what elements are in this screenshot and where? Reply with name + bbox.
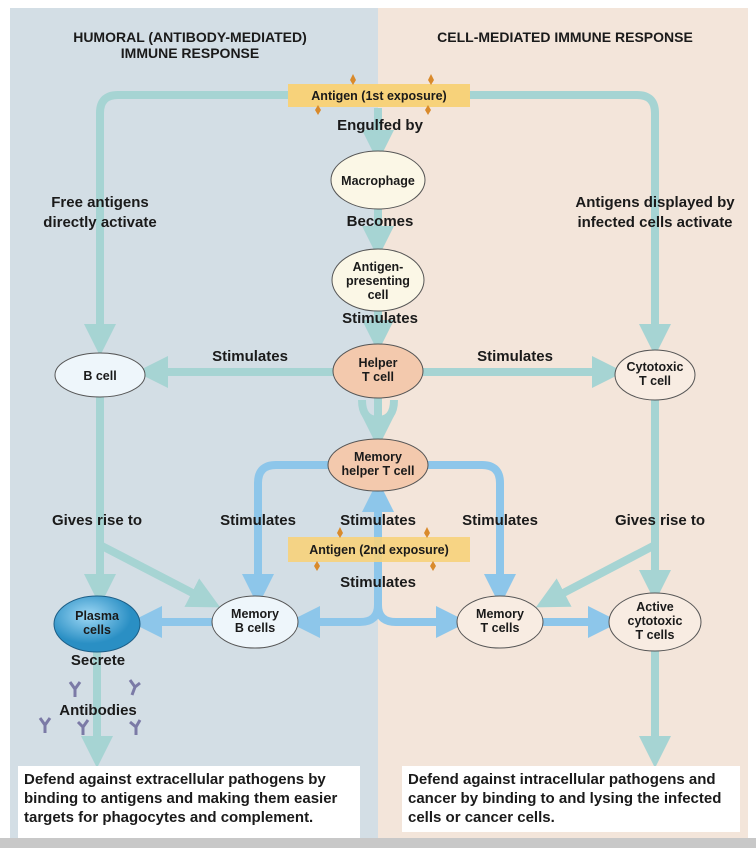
secrete-label: Secrete xyxy=(71,652,125,669)
free-antigens-label: Free antigens xyxy=(51,194,149,211)
svg-text:T cell: T cell xyxy=(639,374,671,388)
svg-text:cells: cells xyxy=(83,623,111,637)
svg-text:Memory: Memory xyxy=(231,607,279,621)
svg-text:Helper: Helper xyxy=(359,356,398,370)
svg-text:cytotoxic: cytotoxic xyxy=(628,614,683,628)
humoral-outcome-box: Defend against extracellular pathogens b… xyxy=(18,766,360,838)
stimulates-label: Stimulates xyxy=(477,348,553,365)
svg-text:Antigen (2nd exposure): Antigen (2nd exposure) xyxy=(309,543,449,557)
cell-mediated-outcome-box: Defend against intracellular pathogens a… xyxy=(402,766,740,832)
stimulates-label: Stimulates xyxy=(342,310,418,327)
antigens-displayed-label: Antigens displayed by xyxy=(575,194,735,211)
svg-text:cell: cell xyxy=(368,288,389,302)
stimulates-label: Stimulates xyxy=(340,574,416,591)
blue-arrows xyxy=(130,461,620,638)
stimulates-label: Stimulates xyxy=(462,512,538,529)
gives-rise-label: Gives rise to xyxy=(615,512,705,529)
antibody-icons xyxy=(38,679,142,735)
engulfed-label: Engulfed by xyxy=(337,117,423,134)
svg-text:helper T cell: helper T cell xyxy=(342,464,415,478)
svg-text:T cells: T cells xyxy=(481,621,520,635)
svg-text:Memory: Memory xyxy=(354,450,402,464)
humoral-title-1: HUMORAL (ANTIBODY-MEDIATED) xyxy=(73,29,307,45)
svg-text:Active: Active xyxy=(636,600,674,614)
cell-mediated-panel xyxy=(378,8,748,838)
svg-text:T cells: T cells xyxy=(636,628,675,642)
svg-text:presenting: presenting xyxy=(346,274,410,288)
svg-text:Memory: Memory xyxy=(476,607,524,621)
humoral-title-2: IMMUNE RESPONSE xyxy=(121,45,259,61)
antigen-second-exposure: Antigen (2nd exposure) xyxy=(288,527,470,571)
svg-text:Antigen (1st exposure): Antigen (1st exposure) xyxy=(311,89,446,103)
svg-text:B cell: B cell xyxy=(83,369,116,383)
bottom-strip xyxy=(0,838,756,848)
gives-rise-label: Gives rise to xyxy=(52,512,142,529)
svg-text:T cell: T cell xyxy=(362,370,394,384)
svg-text:Macrophage: Macrophage xyxy=(341,174,415,188)
stimulates-label: Stimulates xyxy=(212,348,288,365)
antigens-displayed-label: infected cells activate xyxy=(577,214,732,231)
humoral-panel xyxy=(10,8,378,838)
svg-text:Cytotoxic: Cytotoxic xyxy=(627,360,684,374)
b-cell: B cell xyxy=(54,352,146,398)
cell-mediated-title: CELL-MEDIATED IMMUNE RESPONSE xyxy=(437,29,693,45)
antigen-first-exposure: Antigen (1st exposure) xyxy=(288,74,470,115)
macrophage-cell: Macrophage xyxy=(330,150,426,210)
svg-text:Plasma: Plasma xyxy=(75,609,120,623)
stimulates-label: Stimulates xyxy=(220,512,296,529)
becomes-label: Becomes xyxy=(347,213,414,230)
stimulates-label: Stimulates xyxy=(340,512,416,529)
teal-arrows xyxy=(81,91,671,768)
antibodies-label: Antibodies xyxy=(59,702,137,719)
svg-text:B cells: B cells xyxy=(235,621,275,635)
free-antigens-label: directly activate xyxy=(43,214,156,231)
svg-text:Antigen-: Antigen- xyxy=(353,260,404,274)
